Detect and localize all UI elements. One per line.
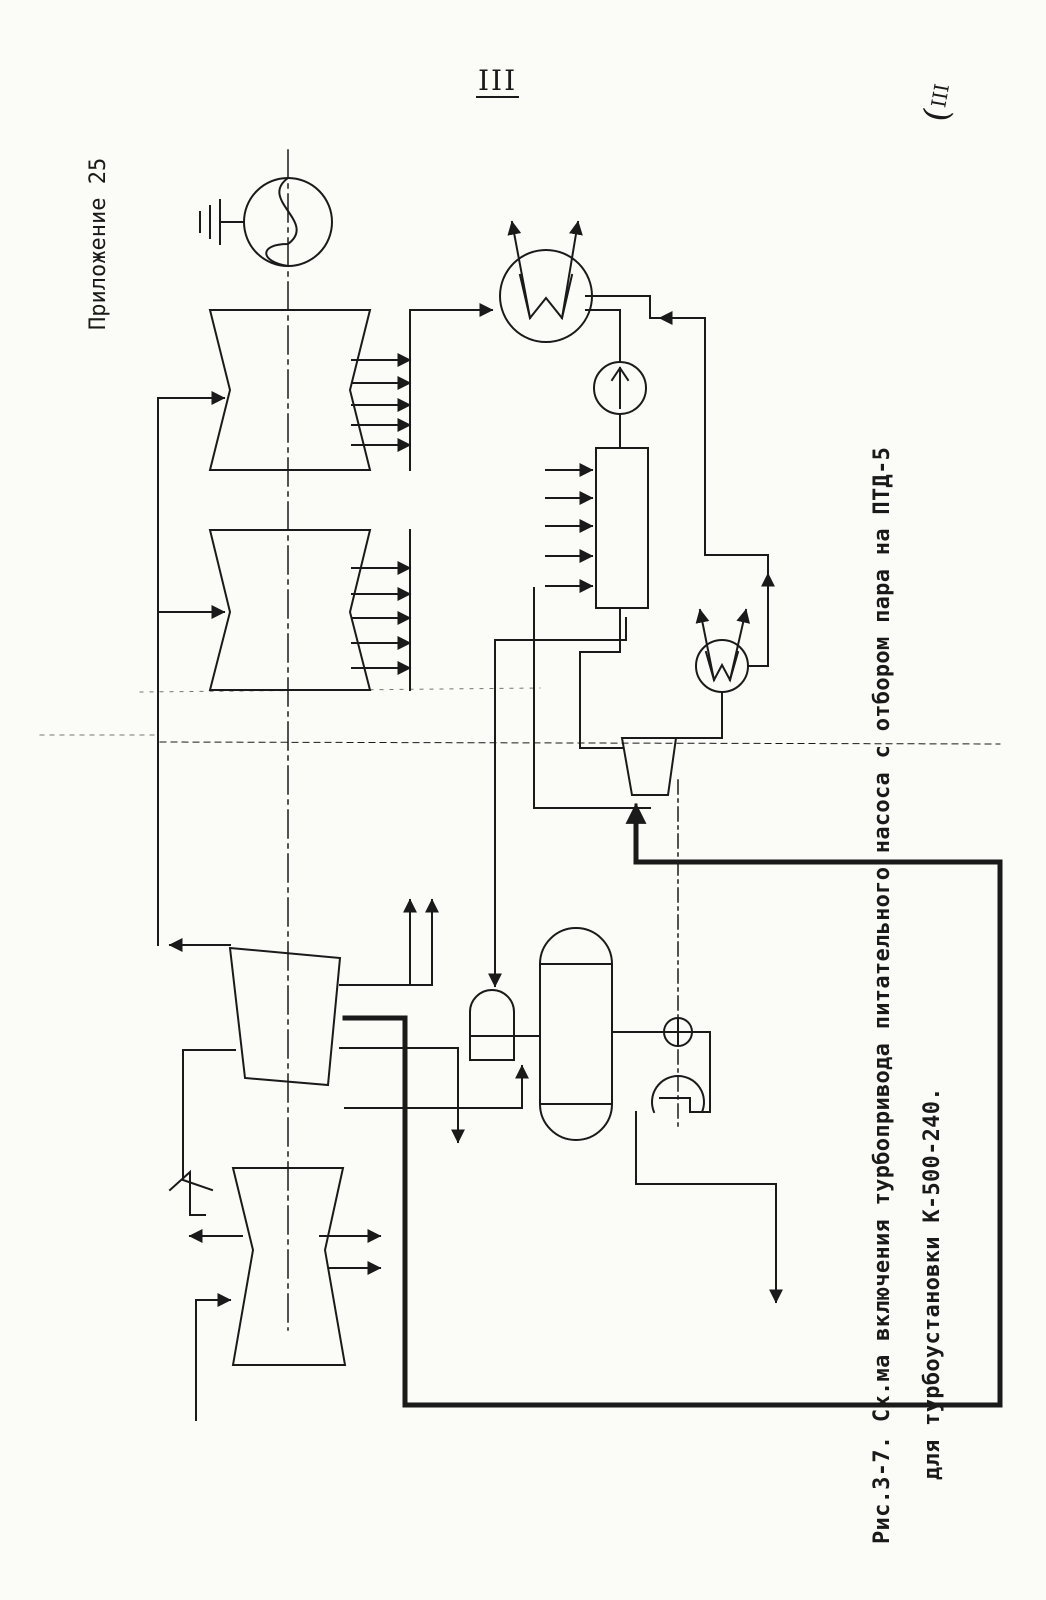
lp-turbine-1 bbox=[208, 309, 372, 471]
drive-turbine-icon bbox=[620, 737, 678, 796]
ip-turbine bbox=[228, 946, 342, 1087]
heater-extraction-arrows bbox=[545, 463, 594, 593]
drive-condenser-icon bbox=[695, 608, 751, 693]
regenerative-heater bbox=[595, 447, 649, 609]
lp-turbine-2 bbox=[208, 529, 372, 691]
drive-steam-supply-line bbox=[342, 809, 1003, 1408]
page-number: III bbox=[476, 64, 520, 98]
condenser-icon bbox=[499, 220, 593, 343]
figure-caption-line-2: для турбоустановки К-500-240. bbox=[920, 1087, 945, 1480]
lp1-exhaust-arrows bbox=[351, 309, 412, 471]
generator-icon bbox=[199, 176, 333, 268]
lp2-exhaust-arrows bbox=[351, 529, 412, 691]
figure-caption-line-1: Рис.3-7. Сх.ма включения турбопривода пи… bbox=[870, 446, 895, 1544]
deaerator-icon bbox=[469, 927, 613, 1141]
booster-pump-icon bbox=[651, 1075, 705, 1114]
condensate-pump-icon bbox=[593, 361, 647, 415]
hp-turbine bbox=[231, 1167, 347, 1366]
